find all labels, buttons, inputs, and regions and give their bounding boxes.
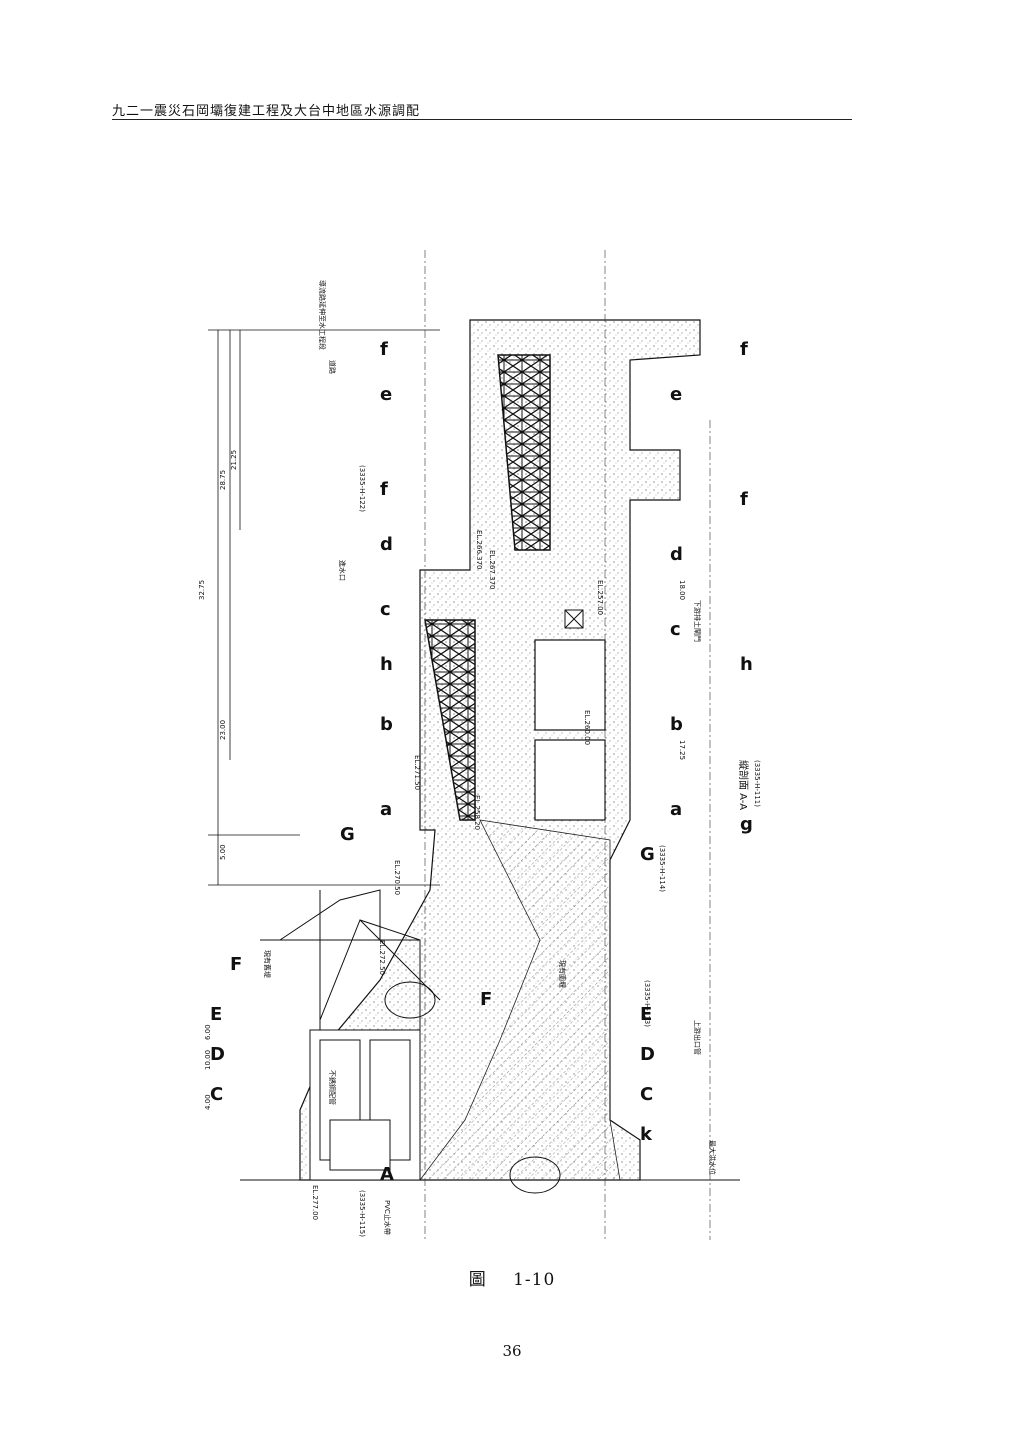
- svg-text:G: G: [340, 824, 355, 845]
- dim-label-10: 4.00: [204, 1094, 212, 1110]
- dim-label-7: 17.25: [678, 740, 686, 760]
- label-pvc: PVC止水帶: [383, 1200, 392, 1235]
- el-label-7: EL.257.00: [596, 580, 604, 615]
- section-markers-bottom: f e f d c h b a g G F E D C k: [480, 339, 753, 1145]
- el-label-5: EL.266.370: [475, 530, 483, 570]
- svg-text:E: E: [640, 1004, 652, 1025]
- svg-text:D: D: [210, 1044, 225, 1065]
- caption-label: 圖: [468, 1270, 487, 1290]
- running-header: 九二一震災石岡壩復建工程及大台中地區水源調配: [112, 104, 421, 119]
- el-label-2: EL.272.50: [378, 940, 386, 975]
- dim-label-3: 21.25: [230, 450, 238, 470]
- el-label-6: EL.267.370: [488, 550, 496, 590]
- section-drawing-svg: 32.75 28.75 21.25 23.00 5.00: [198, 250, 761, 1240]
- svg-text:f: f: [380, 479, 388, 500]
- el-label-4: EL.260.00: [583, 710, 591, 745]
- dim-label-8: 10.00: [204, 1050, 212, 1070]
- svg-text:b: b: [380, 714, 393, 735]
- triangle-lines: [319, 919, 441, 1021]
- detail-circle-1: [384, 981, 436, 1019]
- dimension-lines: [208, 329, 440, 886]
- label-stone: 現有舊堤: [263, 950, 272, 978]
- label-lower-gate: 下游排土閘門: [693, 600, 702, 642]
- svg-text:E: E: [210, 1004, 222, 1025]
- dim-label-4: 23.00: [219, 720, 227, 740]
- label-steel: 不銹鋼配管: [328, 1070, 337, 1105]
- drawing-title: 縱剖面 A-A: [737, 760, 750, 810]
- truss-lower: [424, 619, 476, 821]
- svg-text:h: h: [380, 654, 393, 675]
- svg-text:C: C: [640, 1084, 653, 1105]
- el-label-3: EL.271.50: [413, 755, 421, 790]
- ref-label-1: (3335-H-122): [358, 465, 366, 512]
- svg-text:a: a: [380, 799, 392, 820]
- svg-text:F: F: [230, 954, 242, 975]
- svg-text:A: A: [380, 1164, 394, 1185]
- dim-label-2: 28.75: [219, 470, 227, 490]
- svg-text:e: e: [380, 384, 392, 405]
- section-markers-top: f e f d c h b a G F E D C A: [210, 339, 394, 1185]
- caption-number: 1-10: [513, 1270, 556, 1290]
- svg-text:e: e: [670, 384, 682, 405]
- svg-text:k: k: [640, 1124, 653, 1145]
- page-number: 36: [502, 1342, 522, 1360]
- dim-label-6: 18.00: [678, 580, 686, 600]
- svg-text:d: d: [380, 534, 393, 555]
- label-road: 道路: [328, 360, 337, 374]
- dim-label-1: 32.75: [198, 580, 206, 600]
- ref-label-2: (3335-H-113): [643, 980, 651, 1027]
- el-label-8: EL.258.20: [473, 795, 481, 830]
- dim-label-9: 6.00: [204, 1024, 212, 1040]
- label-dike: 現有圍堰: [558, 960, 567, 988]
- svg-text:G: G: [640, 844, 655, 865]
- figure-caption: 圖 1-10: [0, 1265, 1024, 1290]
- label-hydro: 最大洪水位: [708, 1140, 717, 1175]
- label-inlet: 進水口: [338, 560, 347, 581]
- el-label-9: EL.270.50: [393, 860, 401, 895]
- svg-text:d: d: [670, 544, 683, 565]
- svg-text:c: c: [670, 619, 681, 640]
- svg-text:f: f: [740, 339, 748, 360]
- inlet-structure: [240, 889, 740, 1181]
- ref-label-4: (3335-H-115): [358, 1190, 366, 1237]
- svg-text:D: D: [640, 1044, 655, 1065]
- svg-text:a: a: [670, 799, 682, 820]
- gate-chamber-2: [534, 739, 606, 821]
- svg-text:h: h: [740, 654, 753, 675]
- dim-label-5: 5.00: [219, 844, 227, 860]
- header-rule: [112, 119, 852, 120]
- svg-text:C: C: [210, 1084, 223, 1105]
- gate-chamber: [534, 639, 606, 731]
- svg-text:F: F: [480, 989, 492, 1010]
- svg-text:f: f: [380, 339, 388, 360]
- svg-text:f: f: [740, 489, 748, 510]
- svg-text:b: b: [670, 714, 683, 735]
- el-label-1: EL.277.00: [311, 1185, 319, 1220]
- axis-lines: [424, 250, 711, 1240]
- label-north-road: 導流路延伸至水工程段: [318, 280, 327, 350]
- drawing-title-ref: (3335-H-111): [753, 760, 761, 807]
- svg-text:g: g: [740, 814, 753, 835]
- engineering-drawing: 32.75 28.75 21.25 23.00 5.00: [180, 240, 770, 1250]
- truss-upper: [497, 354, 551, 551]
- label-upper-gate: 上游出口管: [693, 1020, 702, 1055]
- svg-text:c: c: [380, 599, 391, 620]
- ref-label-3: (3335-H-114): [658, 845, 666, 892]
- detail-circle-2: [509, 1156, 561, 1194]
